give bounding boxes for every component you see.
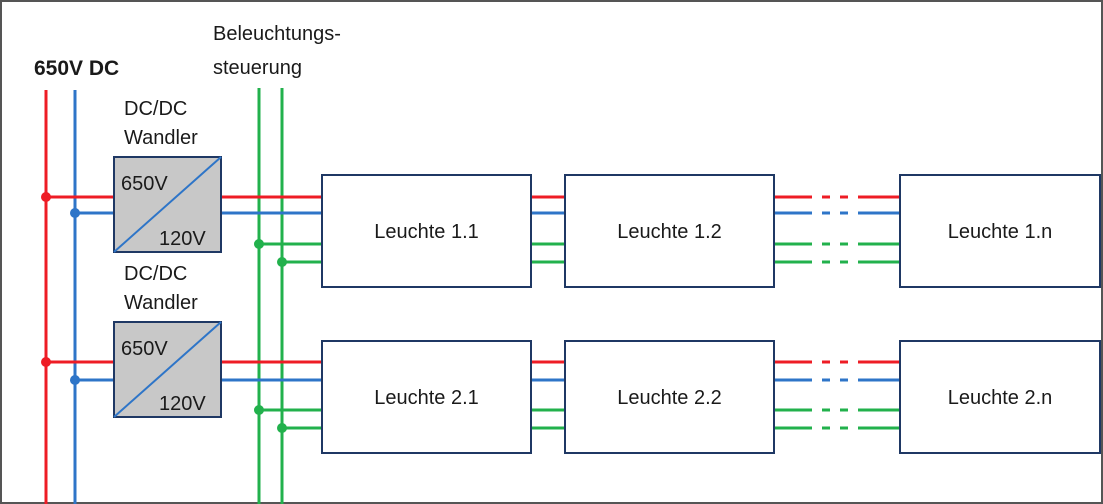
lamp-label: Leuchte 1.1 <box>374 221 479 243</box>
row-1-lamps: Leuchte 1.1 Leuchte 1.2 Leuchte 1.n <box>321 174 1101 288</box>
lamp-label: Leuchte 2.1 <box>374 387 479 409</box>
row-1-control-junction-2 <box>277 257 287 267</box>
converter-2: 650V 120V <box>113 321 222 418</box>
row-2-plus-junction <box>41 357 51 367</box>
lamp-box <box>564 340 775 454</box>
converter-1-diagonal <box>113 156 222 253</box>
row-1-plus-junction <box>41 192 51 202</box>
row-2-wiring <box>41 357 900 433</box>
lamp-label: Leuchte 2.2 <box>617 387 722 409</box>
lamp-label: Leuchte 2.n <box>948 387 1053 409</box>
control-label-line1: Beleuchtungs- <box>213 23 341 45</box>
converter-2-title-line2: Wandler <box>124 292 198 314</box>
converter-1: 650V 120V <box>113 156 222 253</box>
converter-2-diagonal <box>113 321 222 418</box>
row-2-control-junction-2 <box>277 423 287 433</box>
converter-1-output-voltage: 120V <box>159 228 206 250</box>
row-1-minus-junction <box>70 208 80 218</box>
lamp-label: Leuchte 1.2 <box>617 221 722 243</box>
converter-1-title-line2: Wandler <box>124 127 198 149</box>
converter-2-title-line1: DC/DC <box>124 263 187 285</box>
converter-1-title-line1: DC/DC <box>124 98 187 120</box>
converter-2-input-voltage: 650V <box>121 338 168 360</box>
control-label-line2: steuerung <box>213 57 302 79</box>
lamp-box <box>321 174 532 288</box>
lamp-label: Leuchte 1.n <box>948 221 1053 243</box>
row-1-control-junction-1 <box>254 239 264 249</box>
lamp-box <box>899 174 1101 288</box>
row-2-control-junction-1 <box>254 405 264 415</box>
converter-1-input-voltage: 650V <box>121 173 168 195</box>
lamp-box <box>564 174 775 288</box>
row-2-minus-junction <box>70 375 80 385</box>
converter-2-output-voltage: 120V <box>159 393 206 415</box>
supply-voltage-label: 650V DC <box>34 57 119 80</box>
row-2-lamps: Leuchte 2.1 Leuchte 2.2 Leuchte 2.n <box>321 340 1101 454</box>
supply-bus <box>44 88 284 504</box>
row-1-wiring <box>41 192 900 267</box>
lamp-box <box>899 340 1101 454</box>
lamp-box <box>321 340 532 454</box>
